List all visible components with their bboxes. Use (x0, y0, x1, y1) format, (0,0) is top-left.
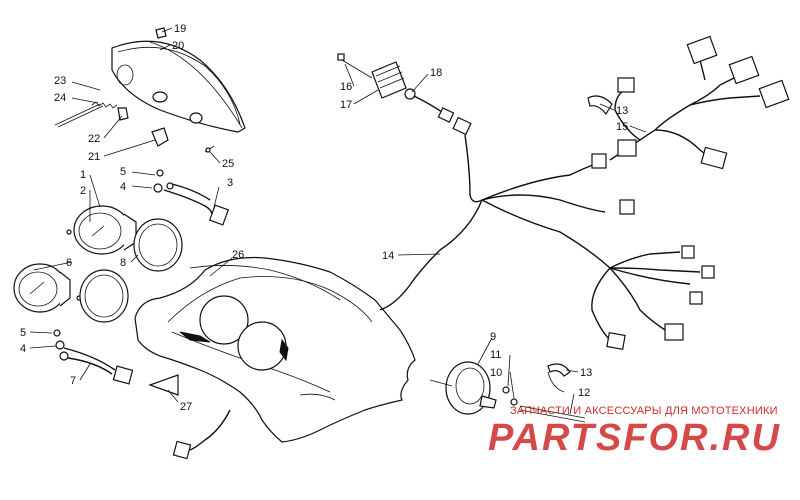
watermark-logo-text: PARTSFOR.RU (488, 417, 781, 459)
callout-10: 10 (490, 367, 502, 379)
upper-harness (587, 35, 790, 170)
callout-13-upper: 13 (616, 105, 628, 117)
callout-16: 16 (340, 81, 352, 93)
speedometer-gauge (66, 205, 183, 272)
callout-1: 1 (80, 169, 86, 181)
callout-8: 8 (120, 257, 126, 269)
callout-22: 22 (88, 133, 100, 145)
callout-11: 11 (490, 349, 501, 361)
callout-7: 7 (70, 375, 76, 387)
callout-20: 20 (172, 40, 184, 52)
callout-27: 27 (180, 401, 192, 413)
callout-23: 23 (54, 75, 66, 87)
callout-2: 2 (80, 185, 86, 197)
callout-13-lower: 13 (580, 367, 592, 379)
callout-9: 9 (490, 331, 496, 343)
tachometer-gauge (13, 263, 129, 323)
voltage-regulator (337, 53, 472, 136)
callout-6: 6 (66, 257, 72, 269)
callout-26: 26 (232, 249, 244, 261)
leader-lines (29, 27, 647, 415)
callout-25: 25 (222, 158, 234, 170)
callout-18: 18 (430, 67, 442, 79)
watermark-caption: ЗАПЧАСТИ И АКСЕССУАРЫ ДЛЯ МОТОТЕХНИКИ (510, 405, 778, 417)
speed-sensor (429, 361, 586, 423)
gauge-harness-lower (53, 329, 134, 385)
dash-housing (134, 256, 416, 460)
headlight-assembly (54, 27, 246, 153)
callout-4-lower: 4 (20, 343, 26, 355)
callout-15: 15 (616, 121, 628, 133)
callout-5-lower: 5 (20, 327, 26, 339)
callout-4-upper: 4 (120, 181, 126, 193)
callout-14: 14 (382, 250, 394, 262)
callout-21: 21 (88, 151, 100, 163)
callout-12: 12 (578, 387, 590, 399)
main-wiring-harness (379, 134, 715, 350)
callout-17: 17 (340, 99, 352, 111)
callout-labels: 19 20 23 24 22 21 25 5 4 1 2 3 8 6 26 5 … (20, 23, 628, 413)
watermark-logo: PARTSFOR.RU (488, 417, 781, 459)
callout-5-upper: 5 (120, 166, 126, 178)
callout-3: 3 (227, 177, 233, 189)
callout-24: 24 (54, 92, 66, 104)
gauge-harness-upper (153, 169, 230, 226)
callout-19: 19 (174, 23, 186, 35)
